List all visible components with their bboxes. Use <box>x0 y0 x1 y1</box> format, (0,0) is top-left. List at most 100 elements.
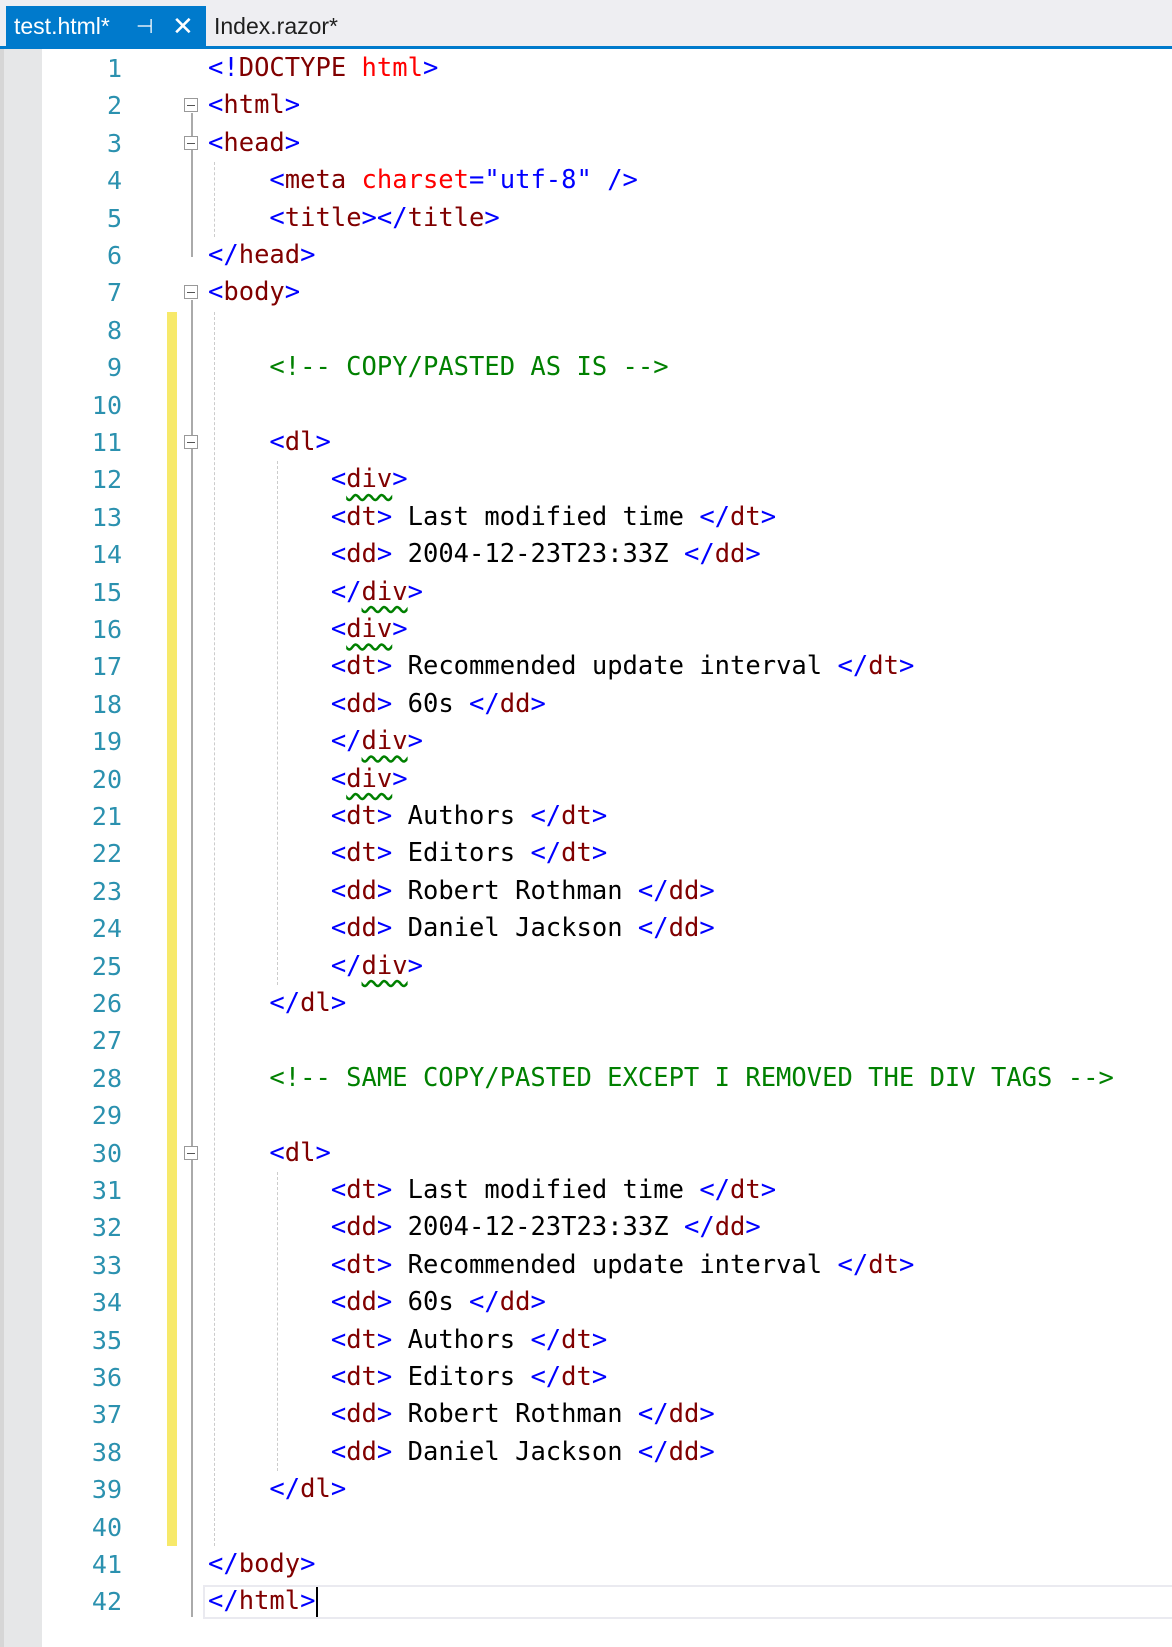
syntax-token: dt <box>730 501 761 532</box>
syntax-token: > <box>407 726 423 757</box>
syntax-token: > <box>376 1249 408 1280</box>
code-line[interactable]: 1<!DOCTYPE html> <box>0 50 1172 87</box>
syntax-token: > <box>760 1175 777 1205</box>
syntax-token: Authors <box>407 1324 531 1355</box>
syntax-token <box>208 1138 269 1168</box>
code-line[interactable]: 14 <dd> 2004-12-23T23:33Z </dd> <box>0 536 1172 573</box>
code-line[interactable]: 23 <dd> Robert Rothman </dd> <box>0 873 1172 910</box>
code-line[interactable]: 39 </dl> <box>0 1471 1172 1508</box>
syntax-token <box>208 614 331 644</box>
syntax-token: > <box>300 1586 316 1617</box>
syntax-token: dt <box>346 1249 377 1280</box>
syntax-token: </ <box>208 1586 239 1617</box>
code-line[interactable]: 18 <dd> 60s </dd> <box>0 686 1172 723</box>
code-text: <dt> Recommended update interval </dt> <box>208 1247 914 1284</box>
code-line[interactable]: 8 <box>0 312 1172 349</box>
syntax-token: < <box>330 1324 347 1355</box>
code-line[interactable]: 42</html> <box>0 1583 1172 1620</box>
code-line[interactable]: 12 <div> <box>0 461 1172 498</box>
syntax-token: </ <box>683 1212 715 1243</box>
code-line[interactable]: 27 <box>0 1022 1172 1059</box>
syntax-token: > <box>376 539 408 570</box>
code-line[interactable]: 7<body> <box>0 274 1172 311</box>
code-text: <head> <box>208 125 300 162</box>
code-line[interactable]: 17 <dt> Recommended update interval </dt… <box>0 648 1172 685</box>
code-line[interactable]: 41</body> <box>0 1546 1172 1583</box>
indent-guide <box>277 461 278 985</box>
code-line[interactable]: 3<head> <box>0 125 1172 162</box>
syntax-token <box>208 1474 269 1504</box>
code-line[interactable]: 10 <box>0 387 1172 424</box>
code-line[interactable]: 40 <box>0 1509 1172 1546</box>
line-number: 14 <box>91 540 122 570</box>
syntax-token: < <box>330 688 347 719</box>
code-line[interactable]: 5 <title></title> <box>0 200 1172 237</box>
collapse-icon[interactable] <box>184 1145 198 1160</box>
syntax-token: Daniel Jackson <box>407 1436 638 1467</box>
syntax-token: dt <box>346 1324 377 1355</box>
code-line[interactable]: 32 <dd> 2004-12-23T23:33Z </dd> <box>0 1209 1172 1246</box>
syntax-token: dd <box>346 539 377 570</box>
collapse-icon[interactable] <box>184 98 198 113</box>
syntax-token: < <box>330 875 347 906</box>
code-line[interactable]: 16 <div> <box>0 611 1172 648</box>
code-line[interactable]: 19 </div> <box>0 723 1172 760</box>
code-line[interactable]: 6</head> <box>0 237 1172 274</box>
syntax-token: </ <box>637 875 669 906</box>
code-line[interactable]: 36 <dt> Editors </dt> <box>0 1359 1172 1396</box>
code-line[interactable]: 35 <dt> Authors </dt> <box>0 1322 1172 1359</box>
modified-indicator <box>167 311 177 1546</box>
syntax-token: </ <box>469 688 500 719</box>
code-line[interactable]: 26 </dl> <box>0 985 1172 1022</box>
code-text: <dd> Daniel Jackson </dd> <box>208 910 715 947</box>
syntax-token: </ <box>837 651 869 682</box>
syntax-token: > <box>699 913 715 944</box>
code-line[interactable]: 22 <dt> Editors </dt> <box>0 835 1172 872</box>
syntax-token: body <box>238 1549 301 1579</box>
syntax-token: > <box>376 913 408 944</box>
code-line[interactable]: 2<html> <box>0 87 1172 124</box>
syntax-token: Recommended update interval <box>407 651 838 682</box>
code-line[interactable]: 37 <dd> Robert Rothman </dd> <box>0 1396 1172 1433</box>
code-line[interactable]: 13 <dt> Last modified time </dt> <box>0 499 1172 536</box>
syntax-token <box>208 1399 331 1429</box>
code-text: </div> <box>208 723 423 760</box>
code-text: </body> <box>208 1546 316 1583</box>
syntax-token: dt <box>868 1249 899 1280</box>
syntax-token: 60s <box>407 688 470 719</box>
line-number: 36 <box>91 1363 122 1392</box>
code-line[interactable]: 33 <dt> Recommended update interval </dt… <box>0 1247 1172 1284</box>
tab-test-html[interactable]: test.html* ⊣ ✕ <box>6 6 206 46</box>
collapse-icon[interactable] <box>184 435 198 449</box>
syntax-token: dd <box>346 1212 377 1243</box>
code-line[interactable]: 11 <dl> <box>0 424 1172 461</box>
code-text: <!-- SAME COPY/PASTED EXCEPT I REMOVED T… <box>208 1060 1113 1097</box>
code-line[interactable]: 31 <dt> Last modified time </dt> <box>0 1172 1172 1209</box>
code-line[interactable]: 29 <box>0 1097 1172 1134</box>
syntax-token: Robert Rothman <box>407 875 638 906</box>
syntax-token: meta <box>284 165 362 196</box>
pin-icon[interactable]: ⊣ <box>136 15 154 38</box>
indent-guide <box>214 162 215 237</box>
collapse-icon[interactable] <box>184 285 198 300</box>
collapse-icon[interactable] <box>184 135 198 150</box>
code-line[interactable]: 24 <dd> Daniel Jackson </dd> <box>0 910 1172 947</box>
close-icon[interactable]: ✕ <box>172 10 194 41</box>
code-line[interactable]: 4 <meta charset="utf-8" /> <box>0 162 1172 199</box>
outline-guide <box>191 113 193 257</box>
tab-index-razor[interactable]: Index.razor* <box>214 6 338 46</box>
syntax-token: 2004-12-23T23:33Z <box>407 539 684 570</box>
code-line[interactable]: 38 <dd> Daniel Jackson </dd> <box>0 1434 1172 1471</box>
code-line[interactable]: 34 <dd> 60s </dd> <box>0 1284 1172 1321</box>
code-line[interactable]: 25 </div> <box>0 948 1172 985</box>
syntax-token: > <box>284 127 301 158</box>
code-line[interactable]: 30 <dl> <box>0 1135 1172 1172</box>
syntax-token: < <box>330 1212 347 1243</box>
syntax-token: charset <box>361 165 470 196</box>
code-line[interactable]: 15 </div> <box>0 574 1172 611</box>
code-line[interactable]: 20 <div> <box>0 761 1172 798</box>
code-line[interactable]: 9 <!-- COPY/PASTED AS IS --> <box>0 349 1172 386</box>
syntax-token <box>208 165 269 195</box>
code-line[interactable]: 28 <!-- SAME COPY/PASTED EXCEPT I REMOVE… <box>0 1060 1172 1097</box>
code-line[interactable]: 21 <dt> Authors </dt> <box>0 798 1172 835</box>
